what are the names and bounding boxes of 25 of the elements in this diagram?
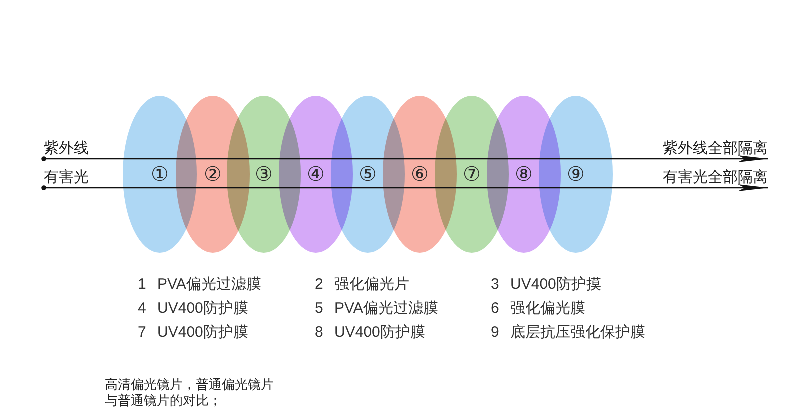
result-label: 紫外线全部隔离 — [663, 140, 768, 158]
result-label: 有害光全部隔离 — [663, 169, 768, 187]
arrow — [42, 156, 768, 162]
layer-description: 3 UV400防护摸 — [491, 276, 602, 294]
layer-number: ⑥ — [411, 162, 429, 184]
ray-label: 有害光 — [44, 169, 89, 187]
layer-description: 2 强化偏光片 — [315, 276, 410, 294]
layer-number: ⑦ — [463, 162, 481, 184]
layer-description: 9 底层抗压强化保护膜 — [491, 324, 646, 342]
layer-number: ⑧ — [515, 162, 533, 184]
layer-description: 7 UV400防护膜 — [138, 324, 248, 342]
layer-number: ⑤ — [359, 162, 377, 184]
ray-label: 紫外线 — [44, 140, 89, 158]
layer-number: ③ — [255, 162, 273, 184]
layer-number: ② — [204, 162, 222, 184]
layer-description: 5 PVA偏光过滤膜 — [315, 300, 438, 318]
layer-number: ④ — [307, 162, 325, 184]
layer-description: 1 PVA偏光过滤膜 — [138, 276, 262, 294]
layer-description: 8 UV400防护膜 — [315, 324, 426, 342]
arrow — [42, 184, 768, 192]
layer-number: ① — [151, 162, 169, 184]
layer-description: 4 UV400防护膜 — [138, 300, 248, 318]
layer-description: 6 强化偏光膜 — [491, 300, 586, 318]
caption-text: 高清偏光镜片，普通偏光镜片与普通镜片的对比； — [105, 377, 275, 409]
layer-number: ⑨ — [567, 162, 585, 184]
